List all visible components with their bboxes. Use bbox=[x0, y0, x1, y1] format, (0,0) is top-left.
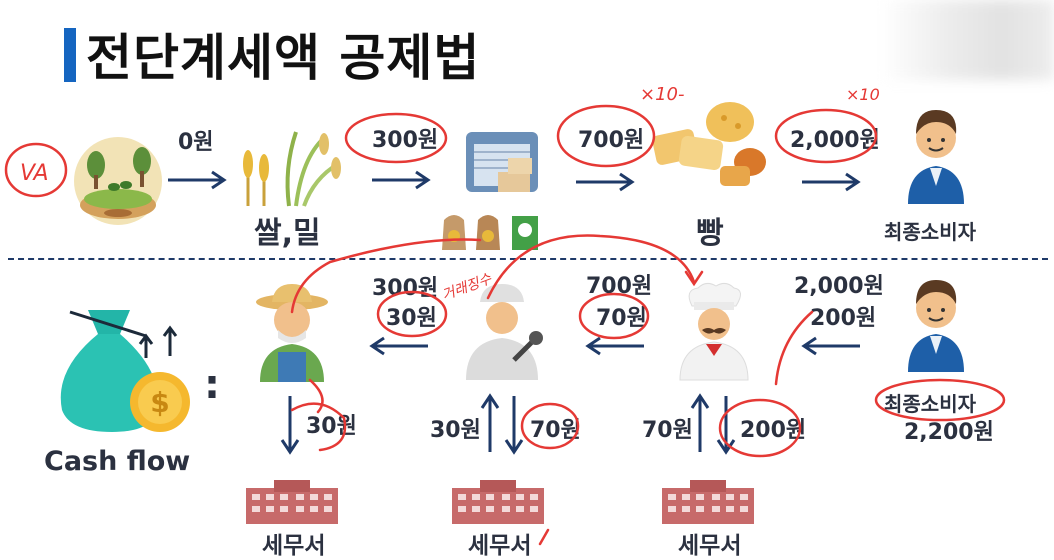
annotation-x10-a: ×10- bbox=[640, 84, 684, 105]
arrow-right-icon bbox=[576, 172, 635, 192]
farmer-tax: 30원 bbox=[386, 306, 437, 331]
tax-office-label: 세무서 bbox=[678, 533, 742, 559]
flow-curve-3 bbox=[774, 310, 814, 386]
page-title: 전단계세액 공제법 bbox=[86, 29, 481, 87]
farmer-sales: 300원 bbox=[372, 276, 439, 301]
stage2-label: 쌀,밀 bbox=[254, 216, 321, 251]
arrow-right-icon bbox=[168, 170, 227, 190]
flow-curve-2 bbox=[486, 234, 696, 300]
miller-tax: 70원 bbox=[596, 306, 647, 331]
tax-office-building-icon bbox=[246, 480, 338, 524]
consumer-icon bbox=[908, 280, 964, 372]
farm-field-icon bbox=[74, 137, 162, 225]
consumer-icon bbox=[908, 110, 964, 204]
consumer-label-top: 최종소비자 bbox=[884, 220, 976, 244]
arrow-right-icon bbox=[802, 172, 861, 192]
flow-arrowhead bbox=[684, 270, 704, 287]
cashflow-label: Cash flow bbox=[44, 446, 191, 477]
pay-farmer: 30원 bbox=[306, 414, 357, 439]
va-circle bbox=[4, 142, 68, 198]
arrow-up-icon bbox=[480, 393, 500, 452]
bread-icon bbox=[652, 102, 766, 186]
section-divider bbox=[8, 258, 1048, 260]
stage4-label: 빵 bbox=[696, 216, 724, 251]
consumer-label-bottom: 최종소비자 bbox=[884, 392, 976, 416]
arrow-left-icon bbox=[369, 336, 428, 356]
miller-icon bbox=[466, 284, 543, 380]
consumer-tax: 200원 bbox=[810, 306, 877, 331]
tax-office-building-icon bbox=[662, 480, 754, 524]
circle-70 bbox=[578, 292, 650, 340]
circle-pay30 bbox=[290, 402, 347, 452]
tax-office-label: 세무서 bbox=[468, 533, 532, 559]
wheat-rice-icon bbox=[243, 131, 341, 207]
baker-icon bbox=[679, 282, 749, 381]
consumer-sales: 2,000원 bbox=[794, 274, 884, 299]
arrow-up-icon bbox=[690, 393, 710, 452]
office-tick bbox=[538, 528, 550, 546]
arrow-left-icon bbox=[801, 336, 860, 356]
stage2-price: 300원 bbox=[372, 128, 439, 153]
circle-300 bbox=[344, 112, 448, 164]
cashflow-colon: : bbox=[204, 362, 220, 408]
circle-30 bbox=[376, 290, 448, 338]
recv-baker: 70원 bbox=[642, 418, 693, 443]
blurred-corner bbox=[880, 0, 1054, 80]
consumer-total: 2,200원 bbox=[904, 420, 994, 445]
stage4-price: 2,000원 bbox=[790, 128, 880, 153]
svg-text:$: $ bbox=[150, 386, 169, 419]
circle-consumer bbox=[874, 378, 1006, 422]
title-accent-bar bbox=[64, 28, 76, 82]
arrow-down-icon bbox=[280, 396, 300, 455]
annotation-scribble: 거래징수 bbox=[440, 271, 495, 304]
tax-office-building-icon bbox=[452, 480, 544, 524]
money-bag-icon: $ bbox=[60, 310, 190, 432]
stage3-price: 700원 bbox=[578, 128, 645, 153]
pay-baker: 200원 bbox=[740, 418, 807, 443]
farmer-icon bbox=[256, 284, 328, 382]
stage1-price: 0원 bbox=[178, 130, 214, 155]
tax-office-label: 세무서 bbox=[262, 533, 326, 559]
circle-2000 bbox=[774, 108, 878, 164]
circle-700 bbox=[556, 104, 656, 168]
flow-curve-1 bbox=[290, 238, 482, 314]
annotation-va: VA bbox=[20, 161, 49, 186]
circle-pay70 bbox=[520, 402, 580, 450]
circle-pay200 bbox=[718, 398, 802, 458]
arrow-left-icon bbox=[585, 336, 644, 356]
flow-tick bbox=[308, 378, 324, 414]
arrow-down-icon bbox=[504, 396, 524, 455]
annotation-x10-b: ×10 bbox=[846, 85, 880, 104]
up-arrows-icon bbox=[138, 325, 178, 358]
recv-miller: 30원 bbox=[430, 418, 481, 443]
arrow-right-icon bbox=[372, 170, 431, 190]
